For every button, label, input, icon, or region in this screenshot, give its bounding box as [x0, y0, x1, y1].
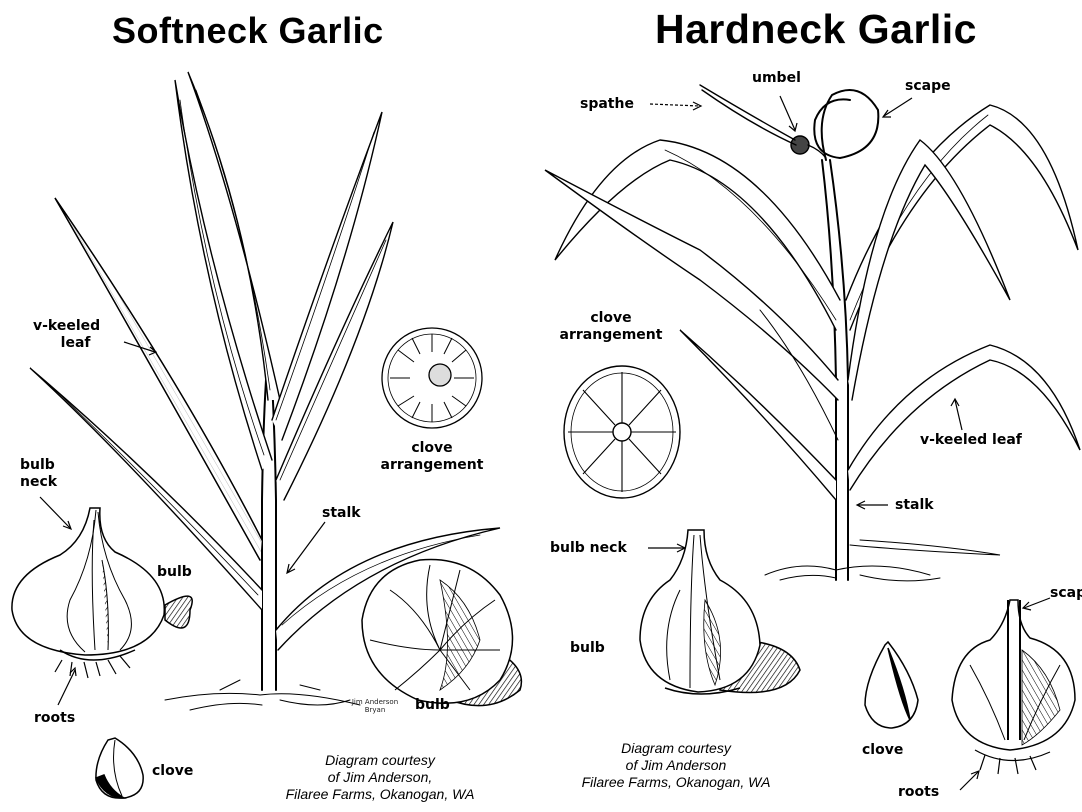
softneck-label-stalk: stalk	[322, 505, 361, 522]
hardneck-leaf-right-low	[848, 345, 1080, 490]
hardneck-label-scape: scape	[905, 78, 951, 95]
softneck-artist-signature: Jim Anderson Bryan	[350, 698, 400, 714]
hardneck-scape	[814, 90, 878, 160]
hardneck-bulb-drawing	[640, 530, 800, 694]
softneck-label-bulb: bulb	[157, 564, 192, 581]
hardneck-label-umbel: umbel	[752, 70, 801, 87]
softneck-title: Softneck Garlic	[112, 10, 384, 52]
hardneck-label-bulb-neck: bulb neck	[550, 540, 627, 557]
softneck-bulb-split-drawing	[362, 559, 521, 705]
hardneck-leaf-left-high	[555, 140, 840, 330]
softneck-clove-drawing	[96, 738, 143, 798]
hardneck-label-spathe: spathe	[580, 96, 634, 113]
hardneck-label-clove-arrangement: clove arrangement	[536, 310, 686, 344]
hardneck-spathe	[700, 85, 796, 145]
hardneck-credit: Diagram courtesy of Jim Anderson Filaree…	[556, 740, 796, 791]
softneck-label-bulb-right: bulb	[415, 697, 450, 714]
softneck-clove-arrangement-drawing	[382, 328, 482, 428]
softneck-label-clove: clove	[152, 763, 193, 780]
hardneck-label-clove: clove	[862, 742, 903, 759]
hardneck-label-vkeeled-leaf: v-keeled leaf	[920, 432, 1022, 449]
hardneck-label-stalk: stalk	[895, 497, 934, 514]
hardneck-label-scape-right: scap	[1050, 585, 1082, 602]
softneck-label-bulb-neck: bulb neck	[20, 457, 57, 491]
hardneck-title: Hardneck Garlic	[655, 6, 977, 53]
softneck-credit: Diagram courtesy of Jim Anderson, Filare…	[260, 752, 500, 803]
hardneck-label-roots: roots	[898, 784, 939, 801]
hardneck-split-bulb-drawing	[952, 600, 1075, 774]
hardneck-clove-arrangement-drawing	[564, 366, 680, 498]
softneck-bulb-drawing	[12, 508, 192, 678]
hardneck-label-bulb: bulb	[570, 640, 605, 657]
softneck-label-roots: roots	[34, 710, 75, 727]
softneck-label-clove-arrangement: clove arrangement	[372, 440, 492, 474]
softneck-label-vkeeled-leaf: v-keeled leaf	[33, 318, 100, 352]
hardneck-clove-drawing	[865, 642, 918, 728]
